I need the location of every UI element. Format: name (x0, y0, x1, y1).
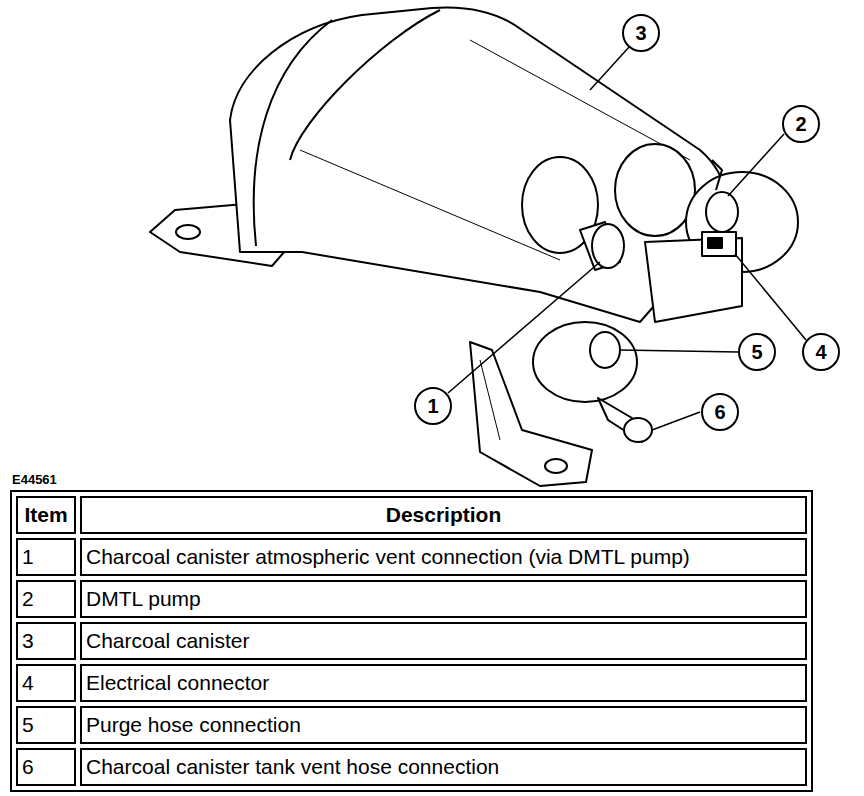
purge-port (590, 332, 620, 368)
table-cell: 5 (16, 706, 76, 744)
table-cell: Charcoal canister (80, 622, 807, 660)
connector-pin (708, 238, 722, 248)
lower-bracket (470, 342, 592, 486)
leader-line (620, 350, 738, 352)
leader-line (735, 254, 806, 340)
table-cell: Electrical connector (80, 664, 807, 702)
mounting-hole (176, 225, 200, 239)
table-cell: 3 (16, 622, 76, 660)
callout-number: 5 (751, 342, 762, 362)
table-cell: 1 (16, 538, 76, 576)
canister-rib (290, 10, 440, 160)
table-cell: 4 (16, 664, 76, 702)
callout-circle (739, 334, 775, 370)
table-cell: 2 (16, 580, 76, 618)
callout-circle (415, 388, 451, 424)
table-cell: Purge hose connection (80, 706, 807, 744)
canister-seam (470, 40, 690, 160)
bracket-fold (480, 360, 500, 440)
canister-rib (254, 20, 332, 246)
vent-port-end (592, 224, 624, 268)
pump-clip (712, 160, 722, 190)
purge-housing (533, 322, 637, 402)
callout-number: 1 (427, 396, 438, 416)
leader-line (728, 134, 784, 196)
callout-circle (623, 15, 659, 51)
table-cell: 6 (16, 748, 76, 786)
leader-line (448, 262, 600, 393)
table-cell: Description (80, 496, 807, 534)
callout-circle (702, 394, 738, 430)
leader-line (652, 412, 700, 430)
callout-number: 4 (815, 342, 826, 362)
bracket-hole (545, 459, 567, 473)
legend-table: ItemDescription1Charcoal canister atmosp… (10, 490, 813, 792)
figure-id: E44561 (12, 472, 57, 487)
table-cell: DMTL pump (80, 580, 807, 618)
tank-vent-port-end (624, 418, 652, 442)
callout-circle (803, 334, 839, 370)
canister-end (615, 144, 695, 236)
table-cell: Charcoal canister atmospheric vent conne… (80, 538, 807, 576)
electrical-connector (702, 232, 736, 256)
callout-circle (783, 106, 819, 142)
callout-number: 6 (714, 402, 725, 422)
dmtl-pump-port (706, 192, 738, 232)
table-cell: Item (16, 496, 76, 534)
callout-number: 3 (635, 23, 646, 43)
callout-number: 2 (795, 114, 806, 134)
table-cell: Charcoal canister tank vent hose connect… (80, 748, 807, 786)
leader-line (590, 46, 630, 90)
